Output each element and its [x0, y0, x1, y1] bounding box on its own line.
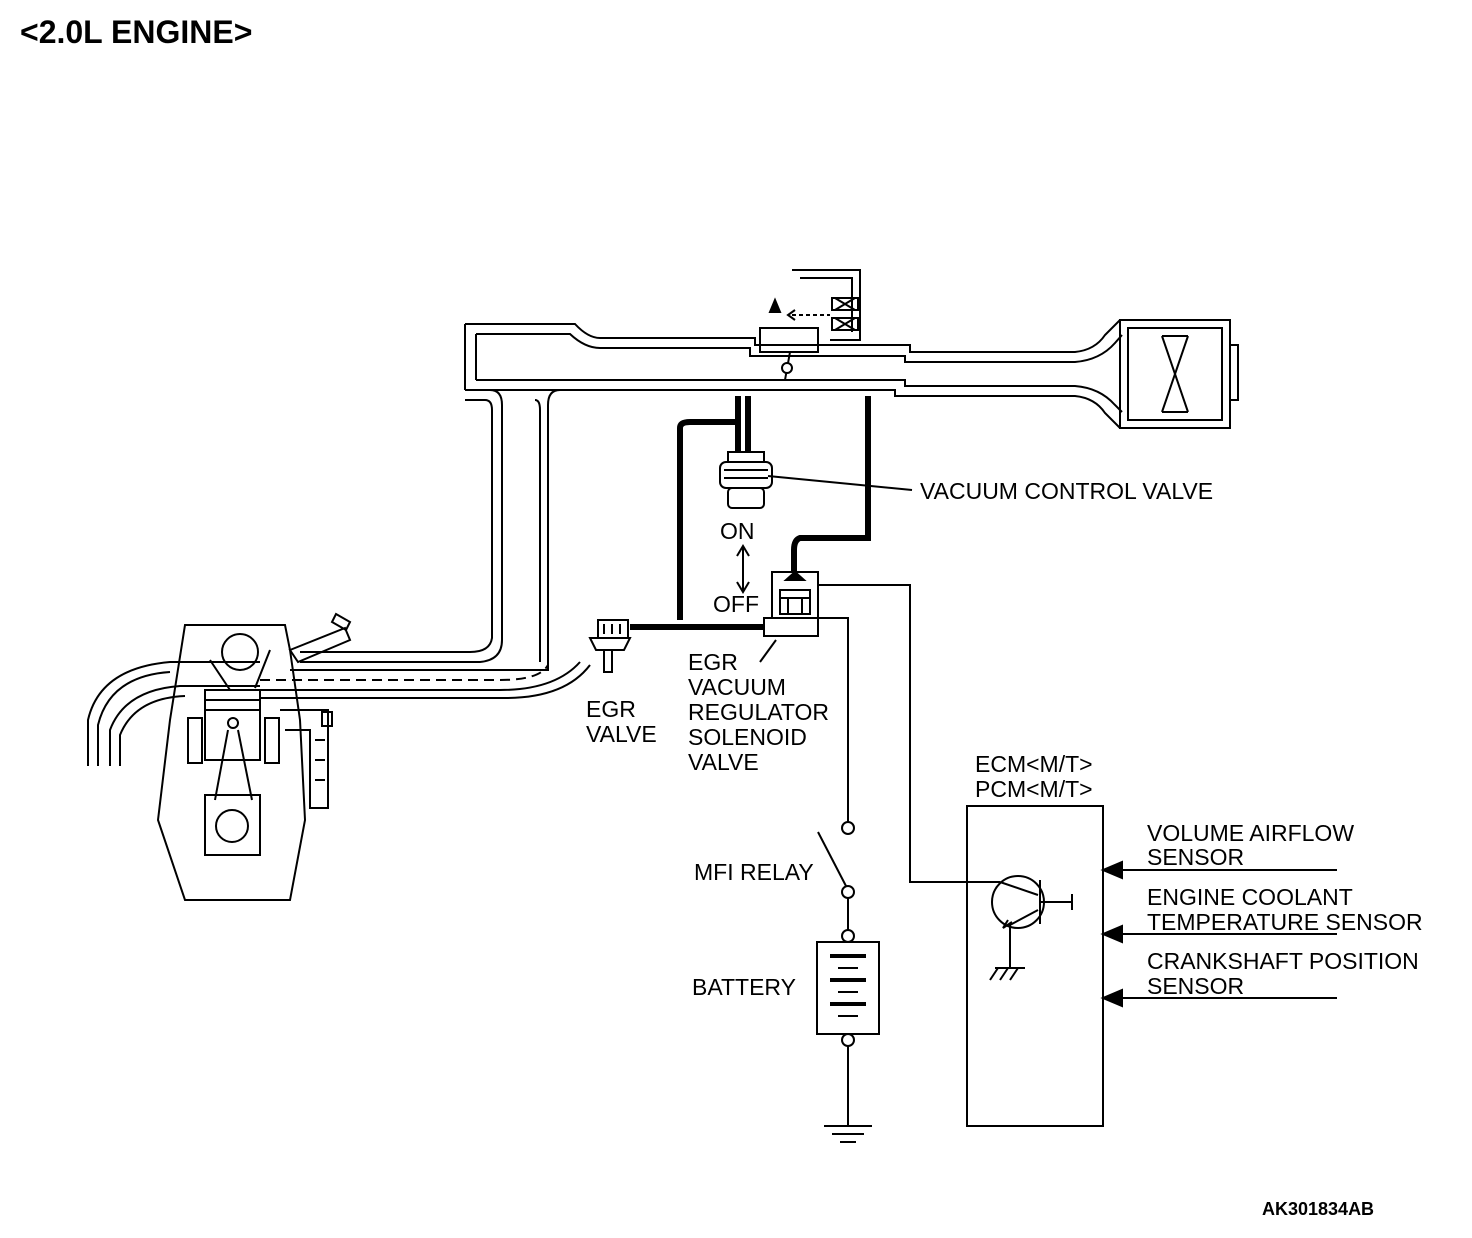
- label-egr-valve-line1: EGR: [586, 696, 636, 722]
- label-egr-solenoid-line2: VACUUM: [688, 674, 786, 700]
- label-sensor-1-line1: VOLUME AIRFLOW: [1147, 820, 1355, 846]
- label-ecm: ECM<M/T>: [975, 751, 1093, 777]
- on-off-arrow: [736, 544, 750, 594]
- label-egr-solenoid-line5: VALVE: [688, 749, 759, 775]
- page-title: <2.0L ENGINE>: [20, 14, 253, 50]
- egr-solenoid-valve: [759, 570, 1000, 883]
- egr-valve: [588, 619, 632, 673]
- throttle-body: [759, 269, 861, 381]
- intake-duct: [260, 319, 1225, 699]
- engine: [87, 612, 352, 901]
- label-egr-solenoid-line1: EGR: [688, 649, 738, 675]
- label-sensor-3-line2: SENSOR: [1147, 973, 1245, 999]
- figure-code: AK301834AB: [1262, 1199, 1375, 1219]
- mfi-relay: [817, 821, 855, 930]
- label-egr-valve-line2: VALVE: [586, 721, 657, 747]
- air-cleaner: [1119, 319, 1239, 429]
- vacuum-control-valve: [719, 451, 913, 509]
- label-sensor-1-line2: SENSOR: [1147, 844, 1245, 870]
- label-sensor-3-line1: CRANKSHAFT POSITION: [1147, 948, 1419, 974]
- label-mfi-relay: MFI RELAY: [694, 859, 814, 885]
- label-sensor-2-line1: ENGINE COOLANT: [1147, 884, 1353, 910]
- ecm-pcm-box: [966, 805, 1104, 1127]
- label-sensor-2-line2: TEMPERATURE SENSOR: [1147, 909, 1423, 935]
- label-off: OFF: [713, 591, 759, 617]
- label-vacuum-control-valve: VACUUM CONTROL VALVE: [920, 478, 1214, 504]
- vacuum-hoses: [630, 396, 871, 630]
- battery: [816, 929, 880, 1143]
- label-pcm: PCM<M/T>: [975, 776, 1093, 802]
- sensor-inputs: [1100, 860, 1337, 1008]
- label-egr-solenoid-line3: REGULATOR: [688, 699, 830, 725]
- label-on: ON: [720, 518, 755, 544]
- label-egr-solenoid-line4: SOLENOID: [688, 724, 807, 750]
- label-battery: BATTERY: [692, 974, 796, 1000]
